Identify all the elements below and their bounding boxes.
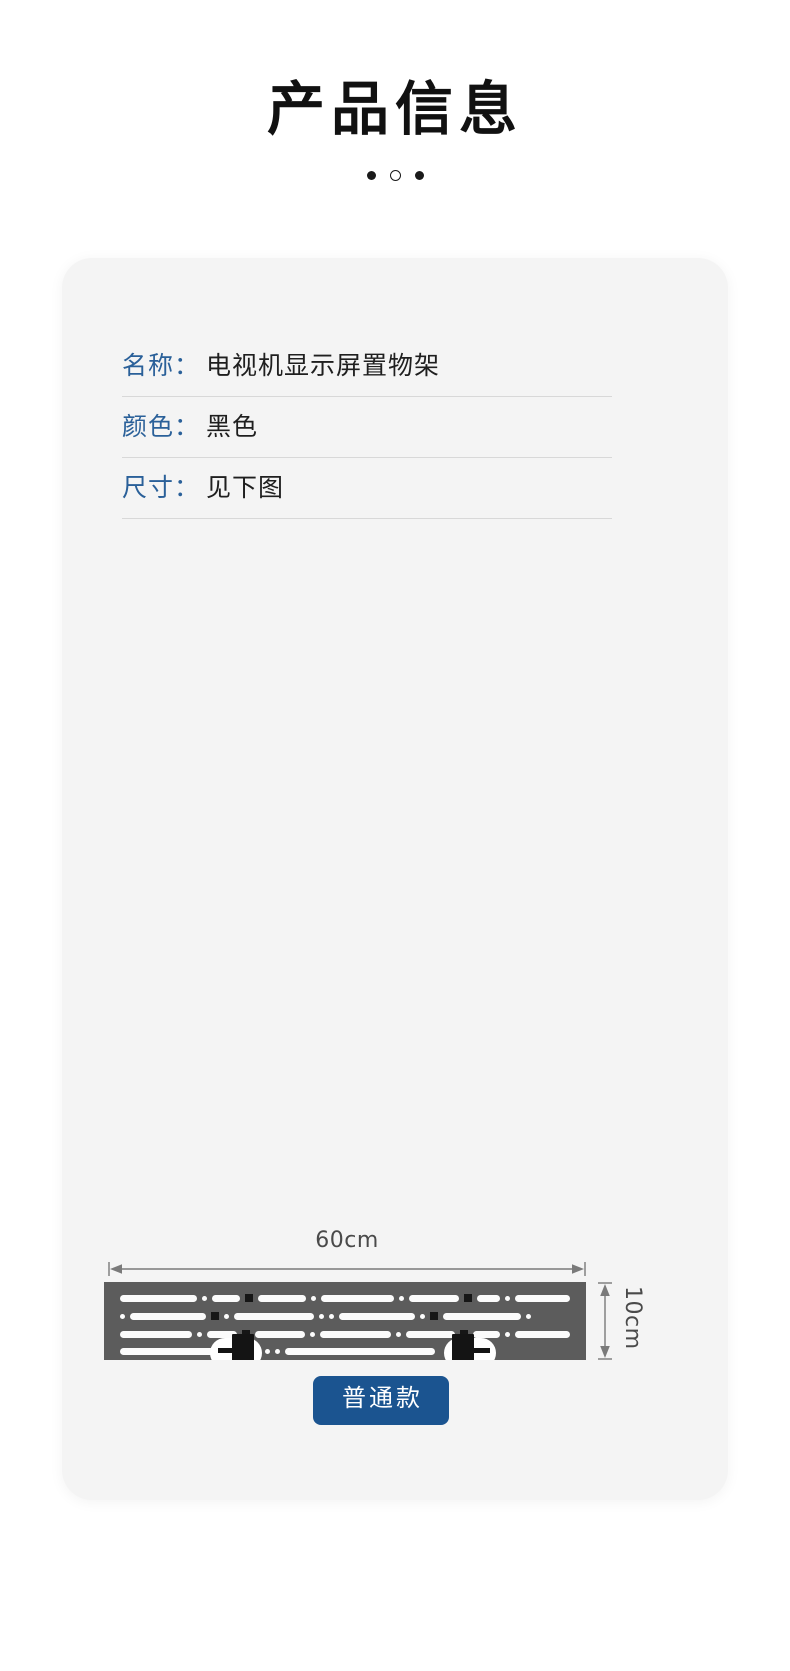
spec-row-size: 尺寸： 见下图: [122, 458, 612, 519]
dimension-height-label-standard: 10cm: [620, 1286, 645, 1350]
page-header: 产品信息: [0, 78, 790, 181]
spec-value-size: 见下图: [206, 474, 285, 502]
diagram-narrow: 60cm: [0, 1180, 790, 1410]
spec-value-name: 电视机显示屏置物架: [206, 352, 441, 380]
dot-filled-left: [366, 170, 376, 180]
dot-hollow-center: [389, 169, 401, 181]
dimension-width-label-standard: 60cm: [315, 1228, 379, 1253]
spec-value-color: 黑色: [206, 413, 259, 441]
dot-filled-right: [414, 170, 424, 180]
spec-row-name: 名称： 电视机显示屏置物架: [122, 336, 612, 397]
spec-list: 名称： 电视机显示屏置物架 颜色： 黑色 尺寸： 见下图: [122, 336, 612, 519]
clamp-right-stem-standard: [470, 1348, 490, 1353]
clamp-left-body-standard: [232, 1334, 254, 1360]
diagram-extended: 90cm: [0, 880, 790, 1110]
bar-slot-pattern-standard: [104, 1282, 586, 1360]
decorative-dots: [0, 169, 790, 181]
model-badge-standard[interactable]: 普通款: [313, 1376, 449, 1425]
diagram-standard: 60cm: [0, 610, 790, 1425]
dimension-height-arrow-standard: [598, 1282, 612, 1360]
spec-label-name: 名称：: [122, 352, 201, 380]
clamp-left-stem-standard: [218, 1348, 238, 1353]
product-bar-standard: [104, 1282, 586, 1360]
spec-row-color: 颜色： 黑色: [122, 397, 612, 458]
spec-label-size: 尺寸：: [122, 474, 201, 502]
page-title: 产品信息: [266, 77, 523, 142]
clamp-right-body-standard: [452, 1334, 474, 1360]
spec-label-color: 颜色：: [122, 413, 201, 441]
dimension-width-arrow-standard: [108, 1262, 586, 1276]
